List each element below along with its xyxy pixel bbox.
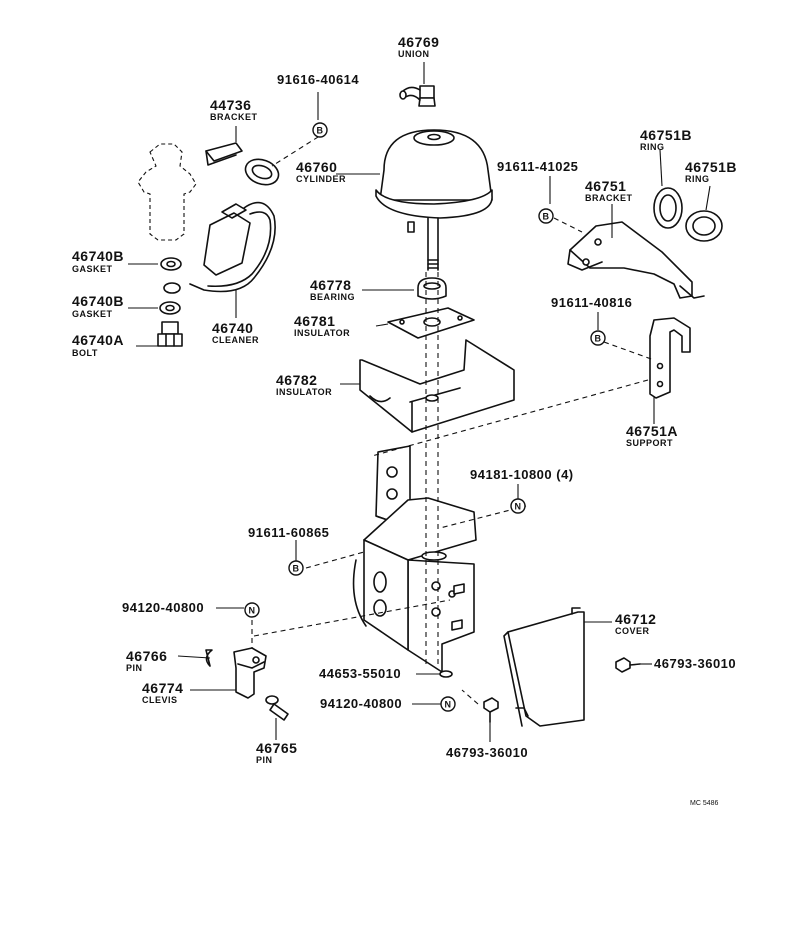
part-number-44653-55010: 44653-55010	[319, 666, 402, 681]
part-name-cover: COVER	[615, 626, 650, 636]
part-number-46712: 46712	[615, 611, 657, 627]
part-number-46740a: 46740A	[72, 332, 125, 348]
bolt-symbol-91611-41025: B	[538, 208, 554, 224]
pin-46765-drawing	[265, 695, 289, 721]
part-name-gasket-lower: GASKET	[72, 309, 113, 319]
union-fitting-drawing	[399, 85, 436, 107]
svg-text:N: N	[515, 502, 522, 512]
bolt-symbol-91611-40816: B	[590, 330, 606, 346]
cover-46712-drawing	[503, 607, 585, 727]
part-number-46774: 46774	[142, 680, 184, 696]
part-number-46760: 46760	[296, 159, 338, 175]
svg-text:B: B	[317, 126, 324, 136]
part-number-94120-40800-upper: 94120-40800	[122, 600, 205, 615]
part-number-91611-60865: 91611-60865	[248, 525, 330, 540]
part-number-46765: 46765	[256, 740, 298, 756]
part-number-46751b-right: 46751B	[685, 159, 738, 175]
part-number-46769: 46769	[398, 34, 440, 50]
part-number-46793-36010-right: 46793-36010	[654, 656, 737, 671]
part-number-46740: 46740	[212, 320, 254, 336]
part-number-46751b-left: 46751B	[640, 127, 693, 143]
right-bracket-46751-drawing	[567, 221, 705, 299]
part-name-cleaner: CLEANER	[212, 335, 260, 345]
part-number-46751a: 46751A	[626, 423, 679, 439]
svg-text:N: N	[445, 700, 452, 710]
nut-symbol-94181: N	[510, 498, 526, 514]
part-name-insulator-46782: INSULATOR	[276, 387, 333, 397]
part-number-46740b-upper: 46740B	[72, 248, 125, 264]
bolt-46793-lower-drawing	[483, 697, 499, 723]
insulator-bracket-drawing	[359, 339, 515, 433]
ring-46751b-right-drawing	[685, 210, 723, 242]
part-number-91616-40614: 91616-40614	[277, 72, 360, 87]
svg-text:B: B	[543, 212, 550, 222]
bolt-symbol-91611-60865: B	[288, 560, 304, 576]
part-name-bracket-46751: BRACKET	[585, 193, 633, 203]
part-number-46766: 46766	[126, 648, 168, 664]
nut-symbol-94120-lower: N	[440, 696, 456, 712]
part-number-91611-41025: 91611-41025	[497, 159, 579, 174]
svg-text:B: B	[293, 564, 300, 574]
part-number-94181-10800: 94181-10800 (4)	[470, 467, 574, 482]
part-name-insulator-46781: INSULATOR	[294, 328, 351, 338]
part-name-gasket-upper: GASKET	[72, 264, 113, 274]
part-number-46740b-lower: 46740B	[72, 293, 125, 309]
clamp-bracket-drawing	[205, 142, 280, 186]
washer-44653-drawing	[439, 670, 453, 678]
clevis-46774-drawing	[233, 647, 267, 699]
part-name-bracket-44736: BRACKET	[210, 112, 258, 122]
part-name-pin-46765: PIN	[256, 755, 273, 765]
ring-46751b-left-drawing	[653, 187, 683, 229]
support-46751a-drawing	[649, 317, 691, 399]
part-number-46751: 46751	[585, 178, 627, 194]
pin-46766-drawing	[205, 649, 213, 667]
part-name-support: SUPPORT	[626, 438, 674, 448]
part-name-bearing: BEARING	[310, 292, 356, 302]
svg-text:N: N	[249, 606, 256, 616]
part-number-46793-36010-lower: 46793-36010	[446, 745, 529, 760]
vacuum-cylinder-drawing	[375, 129, 493, 271]
part-number-46778: 46778	[310, 277, 352, 293]
bolt-46740a-drawing	[157, 321, 183, 347]
svg-text:B: B	[595, 334, 602, 344]
part-number-46781: 46781	[294, 313, 336, 329]
air-cleaner-drawing	[163, 201, 276, 294]
main-bracket-drawing	[352, 445, 477, 673]
part-name-ring-left: RING	[640, 142, 665, 152]
bolt-symbol-91616: B	[312, 122, 328, 138]
part-number-46782: 46782	[276, 372, 318, 388]
nut-symbol-94120-upper: N	[244, 602, 260, 618]
part-name-bolt: BOLT	[72, 348, 98, 358]
part-number-94120-40800-lower: 94120-40800	[320, 696, 403, 711]
insulator-plate-drawing	[387, 307, 475, 339]
part-name-cylinder: CYLINDER	[296, 174, 347, 184]
part-name-union: UNION	[398, 49, 430, 59]
part-number-44736: 44736	[210, 97, 252, 113]
bolt-46793-right-drawing	[615, 657, 641, 673]
part-name-clevis: CLEVIS	[142, 695, 178, 705]
bearing-drawing	[417, 277, 447, 300]
part-number-91611-40816: 91611-40816	[551, 295, 633, 310]
diagram-reference-code: MC 5486	[690, 800, 719, 807]
part-name-ring-right: RING	[685, 174, 710, 184]
cleaner-housing-outline	[137, 143, 197, 241]
part-name-pin-46766: PIN	[126, 663, 143, 673]
